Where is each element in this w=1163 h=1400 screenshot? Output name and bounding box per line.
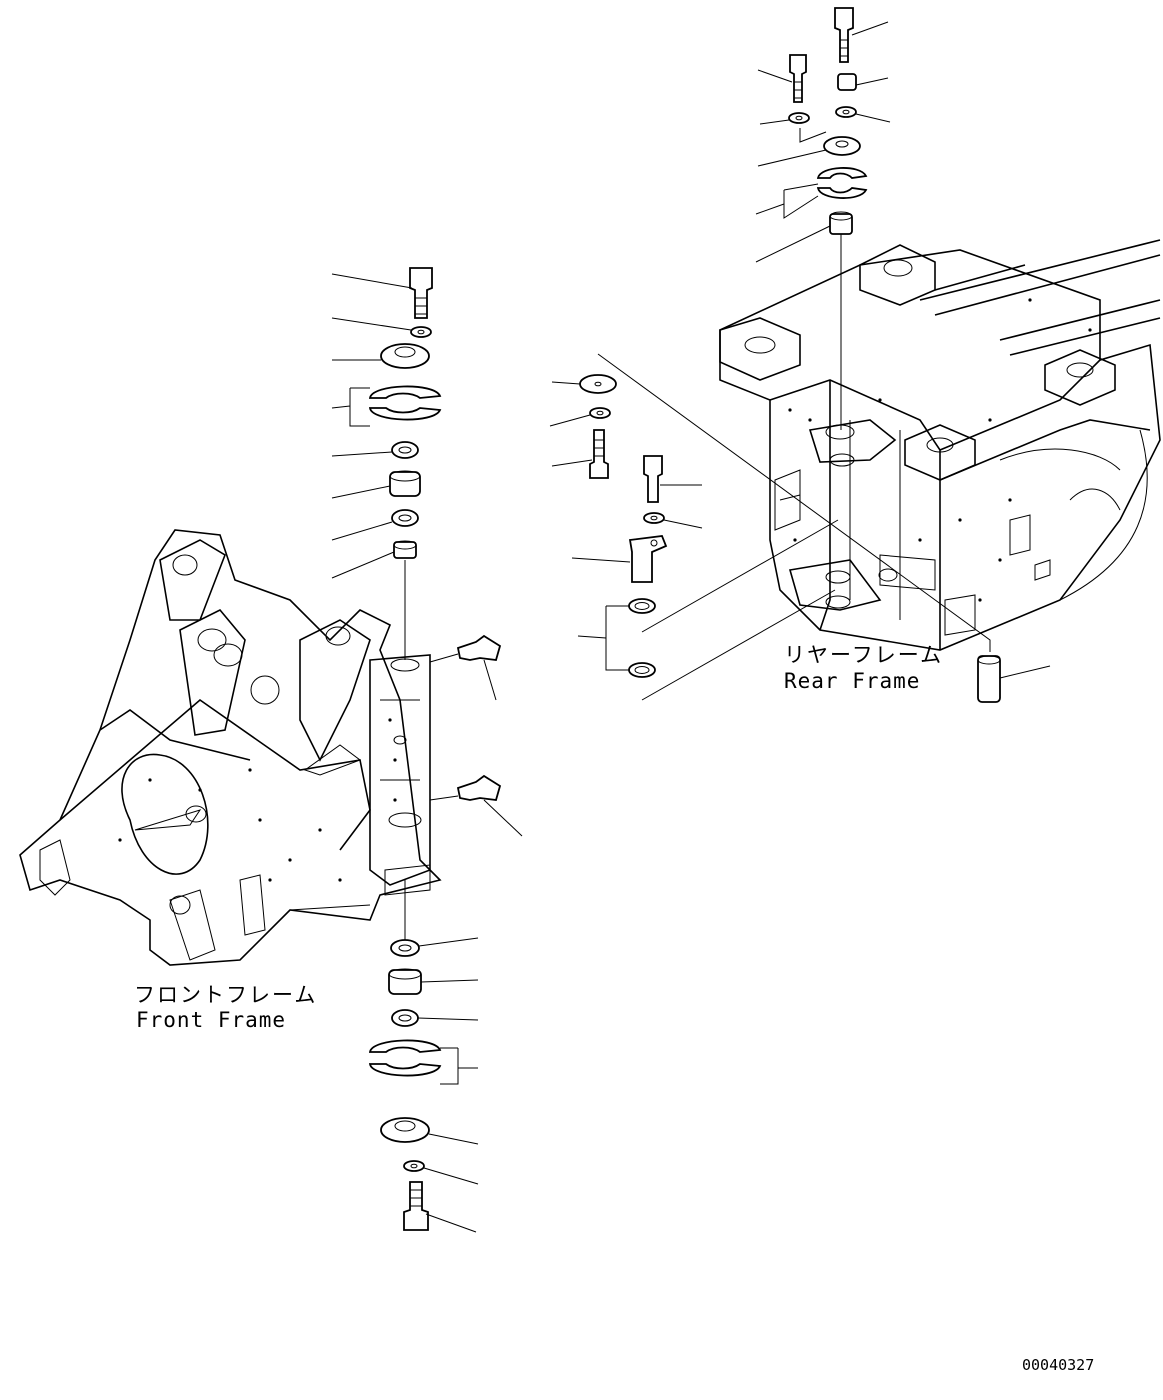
front-frame-label-en: Front Frame <box>136 1008 286 1032</box>
front-upper-pin-stack <box>331 267 442 579</box>
rear-frame <box>719 239 1161 651</box>
rear-upper-pin-stack <box>755 7 891 430</box>
drawing-number: 00040327 <box>1022 1356 1094 1374</box>
rear-frame-label-jp: リヤーフレーム <box>784 643 943 667</box>
front-lower-pin-stack <box>368 937 479 1233</box>
front-frame-label-jp: フロントフレーム <box>134 983 317 1007</box>
rear-frame-label-en: Rear Frame <box>784 669 920 693</box>
grease-fittings <box>429 634 523 837</box>
rear-side-parts <box>549 353 1051 703</box>
front-frame <box>19 529 442 966</box>
